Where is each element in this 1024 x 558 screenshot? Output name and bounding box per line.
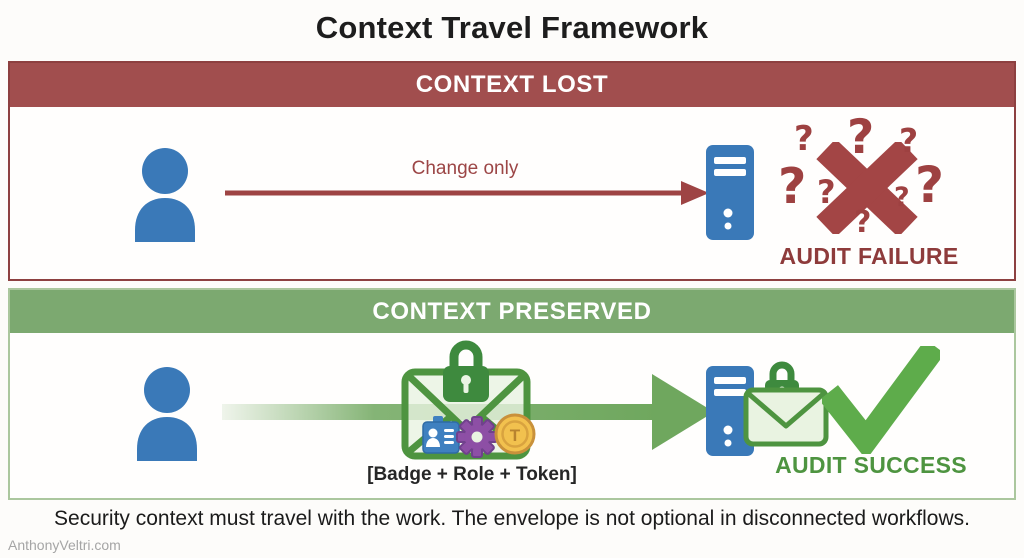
user-icon [137,367,197,461]
padlock-icon [443,340,489,402]
context-preserved-header: CONTEXT PRESERVED [10,290,1014,333]
question-mark: ? [915,156,945,214]
watermark: AnthonyVeltri.com [8,537,121,553]
context-lost-header: CONTEXT LOST [10,63,1014,107]
audit-success-label: AUDIT SUCCESS [775,452,967,478]
question-mark: ? [778,158,807,215]
question-mark: ? [854,205,872,240]
context-lost-panel: CONTEXT LOST Change only [8,61,1016,281]
checkmark-icon [822,346,940,454]
server-icon [706,366,754,456]
question-mark: ? [817,173,836,211]
server-icon [706,145,754,240]
audit-failure-label: AUDIT FAILURE [779,243,959,269]
diagram-caption: Security context must travel with the wo… [54,507,970,530]
change-only-label: Change only [411,158,519,179]
question-mark: ? [894,182,910,213]
badge-role-token-label: [Badge + Role + Token] [367,464,577,485]
change-arrow [225,181,709,205]
context-lost-body: Change only ? ? ? ? [10,63,1014,279]
role-gear-icon [456,416,498,458]
received-envelope-icon [743,361,829,447]
context-preserved-body: T [Badge + Role + Token] [10,290,1014,498]
diagram-title: Context Travel Framework [315,10,709,45]
token-letter: T [510,426,521,445]
context-lost-header-label: CONTEXT LOST [415,71,609,98]
sealed-envelope-icon: T [401,340,536,460]
context-preserved-panel: CONTEXT PRESERVED [8,288,1016,500]
question-mark: ? [899,121,919,160]
context-preserved-header-label: CONTEXT PRESERVED [372,297,652,325]
question-mark: ? [794,119,814,159]
id-badge-icon [422,416,460,454]
token-coin-icon: T [494,413,536,455]
x-mark-icon [816,142,918,234]
user-icon [135,148,195,242]
question-mark: ? [847,110,875,165]
question-marks-cluster: ? ? ? ? ? ? ? ? [770,114,965,249]
